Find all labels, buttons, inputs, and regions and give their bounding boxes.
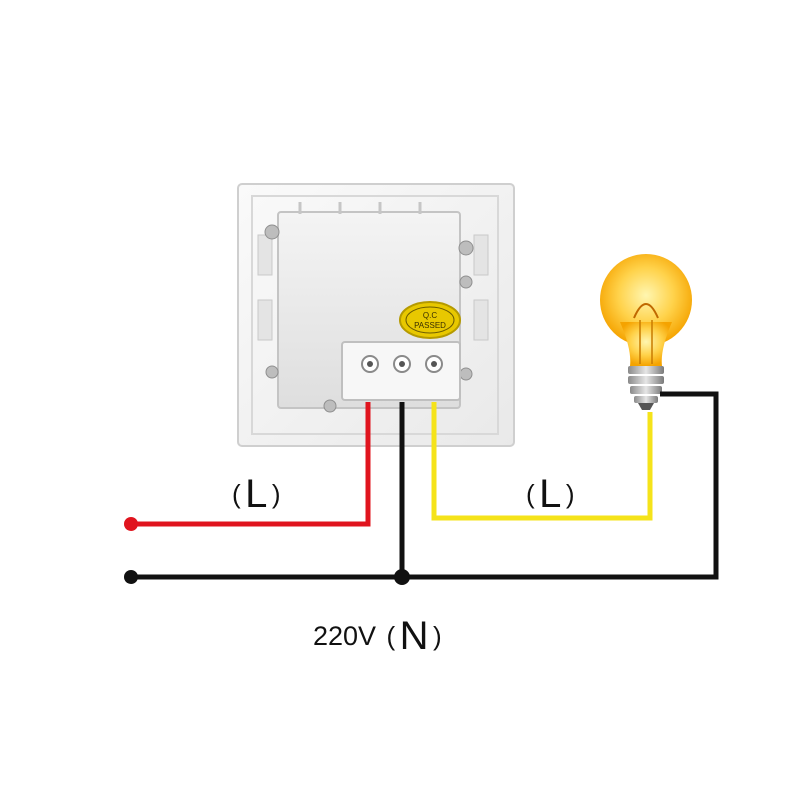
qc-passed-seal: Q.C PASSED: [399, 301, 461, 339]
live-right-label: ( L ): [526, 474, 575, 514]
wall-switch-back-icon: Q.C PASSED: [237, 183, 515, 447]
live-in-terminal-dot: [124, 517, 138, 531]
neutral-wire: [130, 391, 719, 580]
seal-line1: Q.C: [423, 311, 437, 320]
seal-line2: PASSED: [414, 321, 446, 330]
voltage-text: 220V: [313, 621, 377, 651]
live-left-letter: L: [245, 472, 268, 516]
neutral-junction-dot: [394, 569, 410, 585]
live-in-wire: [130, 402, 371, 527]
live-out-wire: [431, 402, 653, 521]
open-paren: (: [526, 479, 535, 509]
live-right-letter: L: [539, 472, 562, 516]
light-bulb-icon: [600, 254, 692, 410]
neutral-letter: N: [399, 614, 429, 658]
close-paren: ): [565, 479, 575, 509]
neutral-label: 220V ( N ): [313, 616, 442, 656]
open-paren: (: [386, 621, 396, 651]
live-left-label: ( L ): [232, 474, 281, 514]
close-paren: ): [271, 479, 281, 509]
close-paren: ): [432, 621, 442, 651]
neutral-terminal-dot: [124, 570, 138, 584]
open-paren: (: [232, 479, 241, 509]
